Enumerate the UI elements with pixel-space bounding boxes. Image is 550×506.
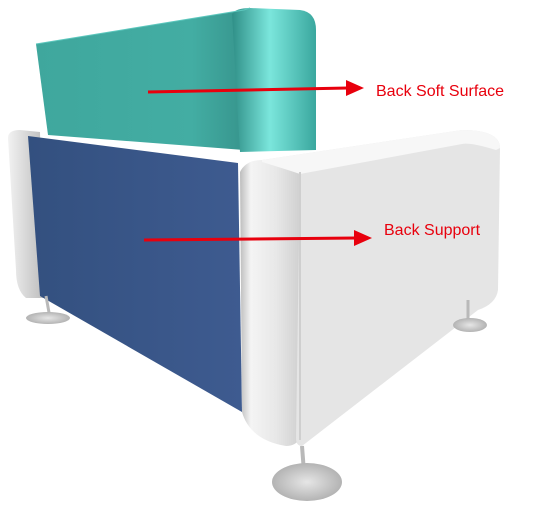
label-back-soft-surface: Back Soft Surface	[376, 83, 504, 100]
callout-back-soft-surface: Back Soft Surface	[147, 80, 504, 100]
callout-back-support: Back Support	[143, 222, 481, 246]
right-side-frame	[240, 130, 500, 446]
arrowhead-back-support	[354, 230, 372, 246]
label-back-support: Back Support	[384, 222, 481, 239]
foot-left	[26, 312, 70, 324]
back-support	[28, 136, 242, 412]
chair-legs	[26, 295, 487, 501]
back-soft-surface	[35, 7, 316, 152]
arrow-back-support	[143, 236, 357, 242]
arrow-back-soft-surface	[147, 86, 349, 94]
foot-front	[272, 463, 342, 501]
foot-right	[453, 318, 487, 332]
arrowhead-back-soft-surface	[346, 80, 364, 96]
